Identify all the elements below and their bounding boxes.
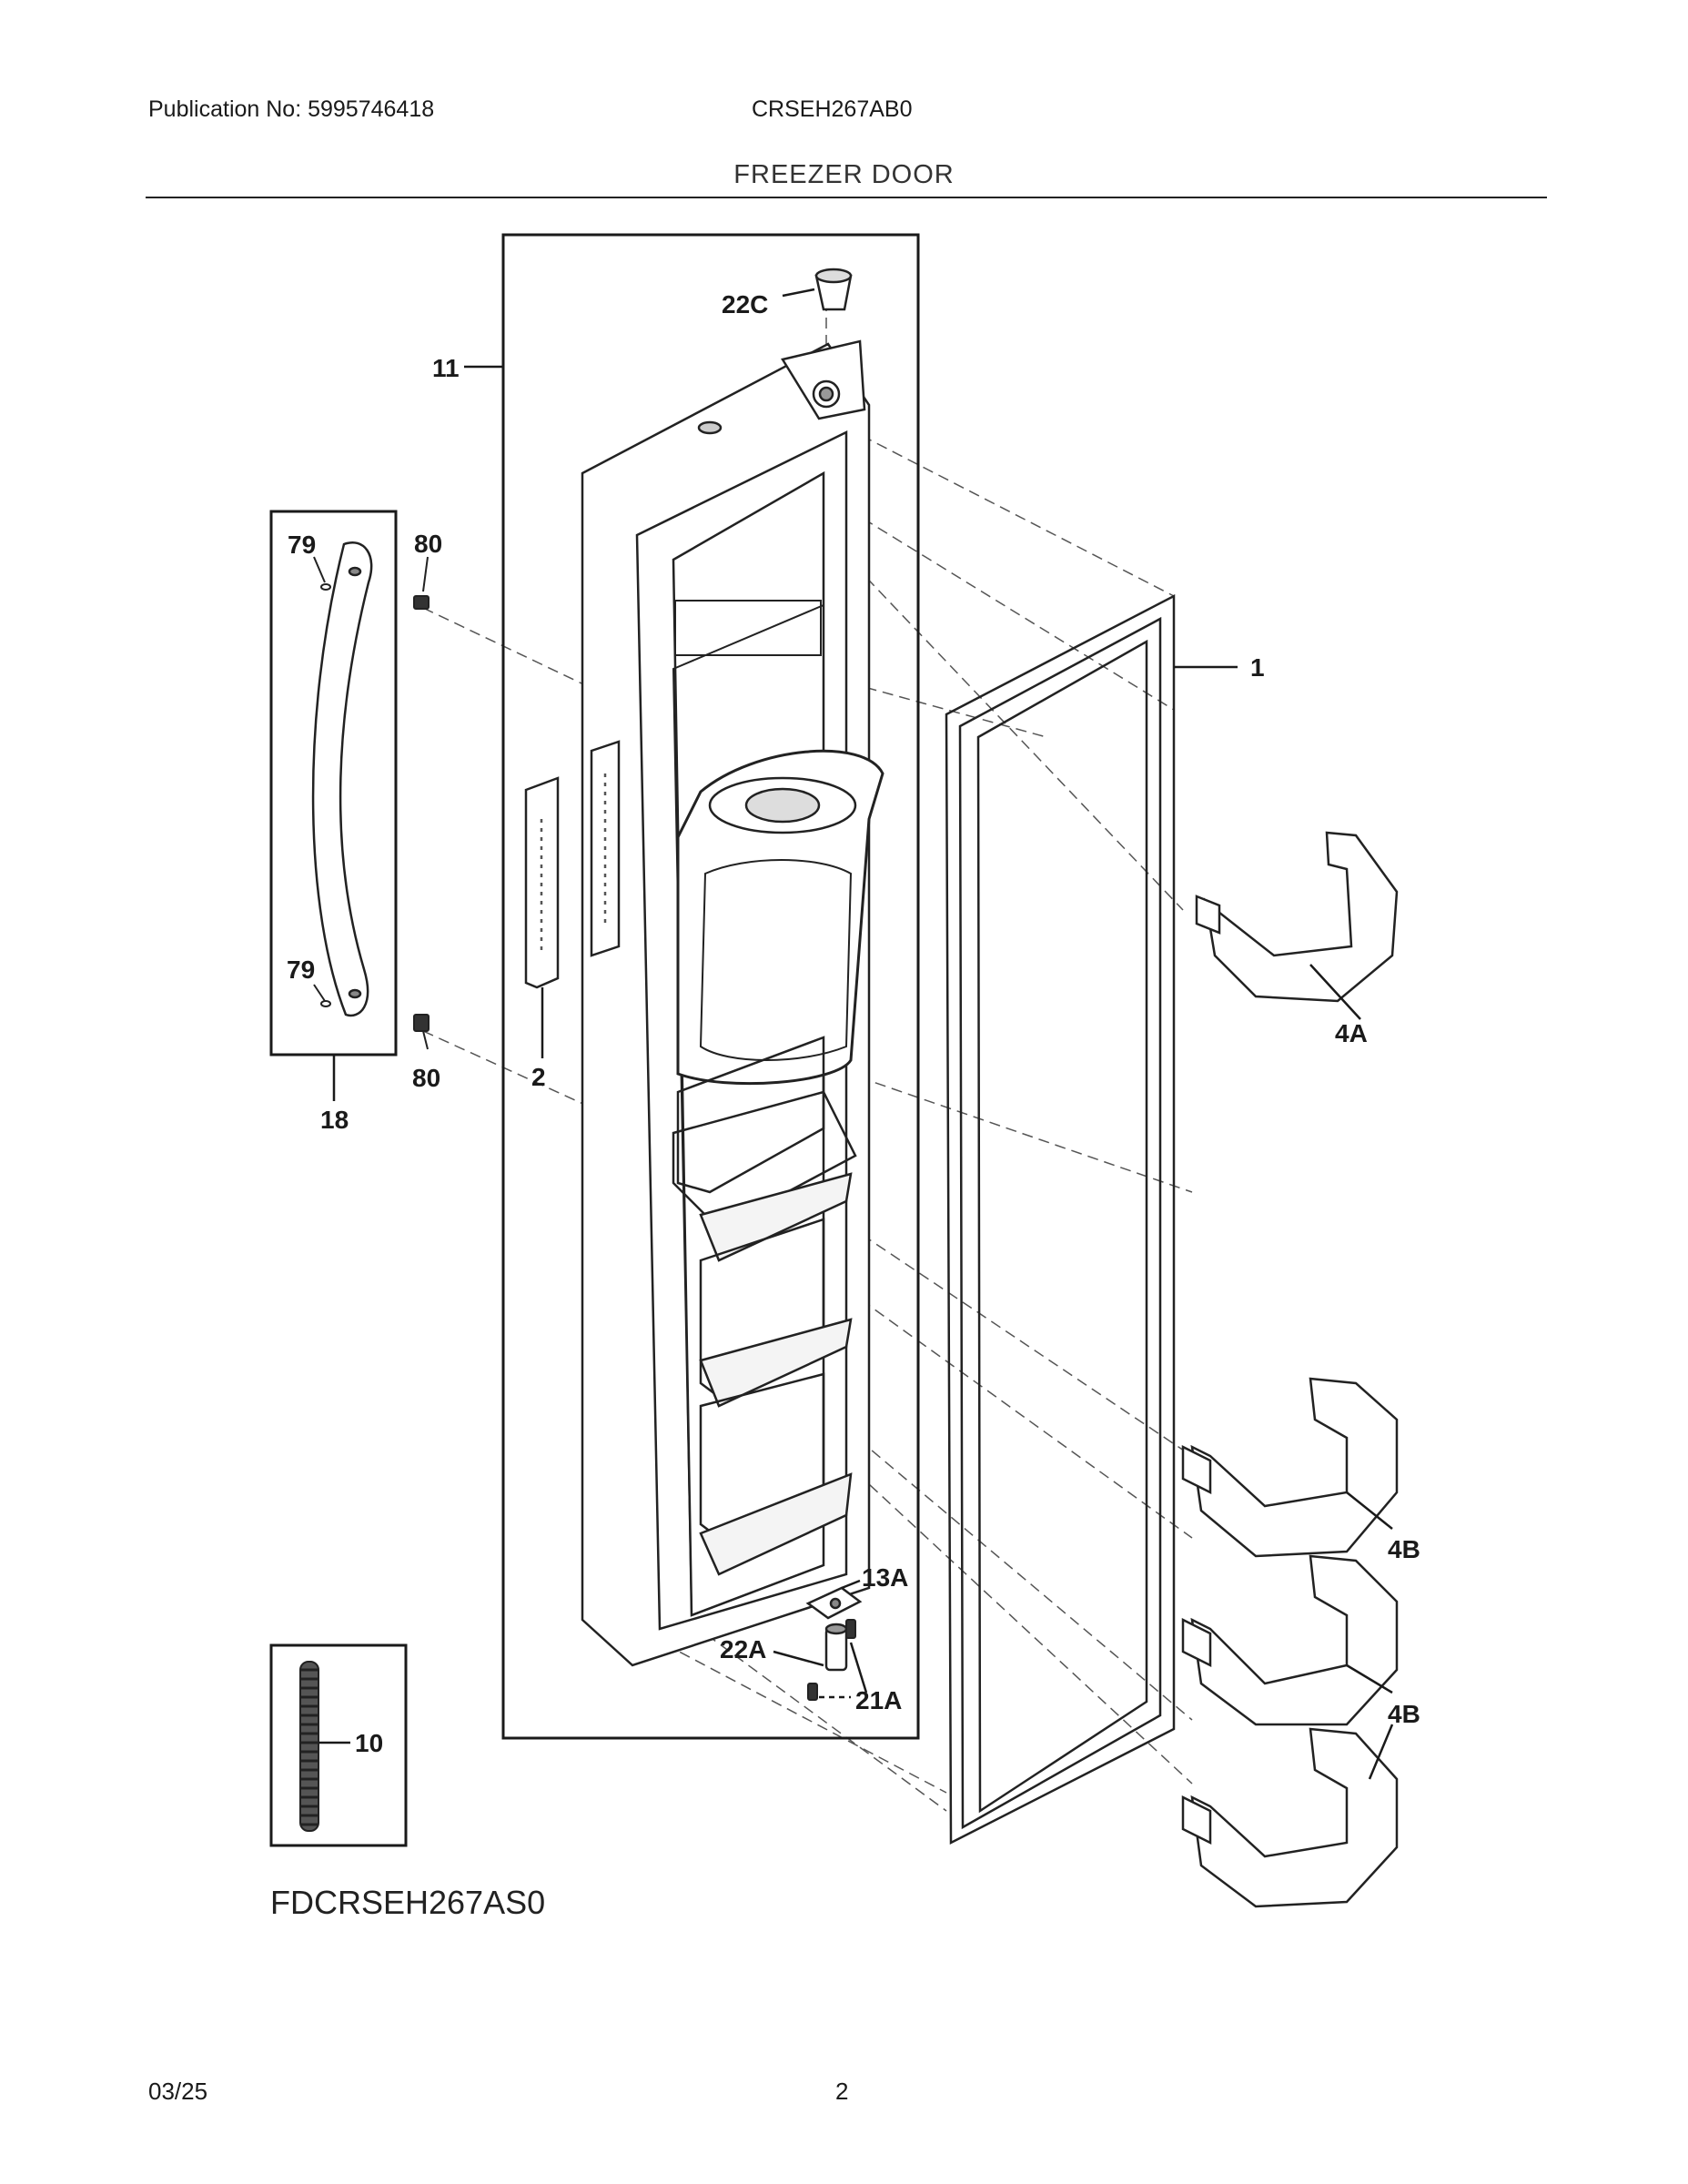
callout-79-bottom: 79 — [287, 956, 315, 984]
door-handle — [311, 541, 373, 1017]
hinge-bracket-13a — [805, 1586, 863, 1620]
door-gasket — [945, 593, 1176, 1845]
door-bin-4b-upper — [1181, 1377, 1399, 1558]
tubing-box — [269, 1643, 408, 1847]
callout-11: 11 — [432, 354, 460, 382]
dispenser-control-panel — [524, 740, 621, 989]
callout-4a: 4A — [1335, 1019, 1368, 1047]
door-assembly-box — [501, 233, 920, 1740]
callout-10: 10 — [355, 1729, 383, 1757]
screw-79-bottom — [313, 984, 331, 1007]
callout-21a: 21A — [855, 1686, 902, 1714]
callout-2: 2 — [531, 1063, 546, 1091]
publication-number: Publication No: 5995746418 — [148, 96, 435, 122]
callout-80-top: 80 — [414, 530, 442, 558]
page-number: 2 — [835, 2078, 849, 2105]
callout-80-bottom: 80 — [412, 1064, 440, 1092]
callout-4b-lower: 4B — [1388, 1700, 1420, 1728]
callout-18: 18 — [320, 1106, 349, 1134]
callout-22c: 22C — [722, 290, 768, 318]
callout-13a: 13A — [862, 1563, 908, 1592]
plug-22c — [814, 268, 853, 311]
footer-date: 03/25 — [148, 2078, 208, 2105]
screw-80-bottom — [413, 1014, 430, 1050]
screw-79-top — [313, 556, 331, 591]
callout-4b-upper: 4B — [1388, 1535, 1420, 1563]
freezer-door — [581, 339, 884, 1667]
model-number: CRSEH267AB0 — [752, 96, 913, 122]
section-title: FREEZER DOOR — [733, 160, 955, 189]
callout-22a: 22A — [720, 1635, 766, 1663]
door-bin-4a — [1195, 831, 1399, 1003]
callout-1: 1 — [1250, 653, 1265, 682]
hinge-pin-22a — [824, 1623, 848, 1672]
screw-21a — [807, 1619, 856, 1701]
callout-79-top: 79 — [288, 531, 316, 559]
door-bin-4b-lower — [1181, 1727, 1399, 1908]
door-bin-4b-middle — [1181, 1554, 1399, 1726]
header-divider — [146, 197, 1547, 198]
screw-80-top — [413, 556, 430, 610]
diagram-code: FDCRSEH267AS0 — [270, 1884, 546, 1921]
water-tube — [299, 1661, 319, 1832]
